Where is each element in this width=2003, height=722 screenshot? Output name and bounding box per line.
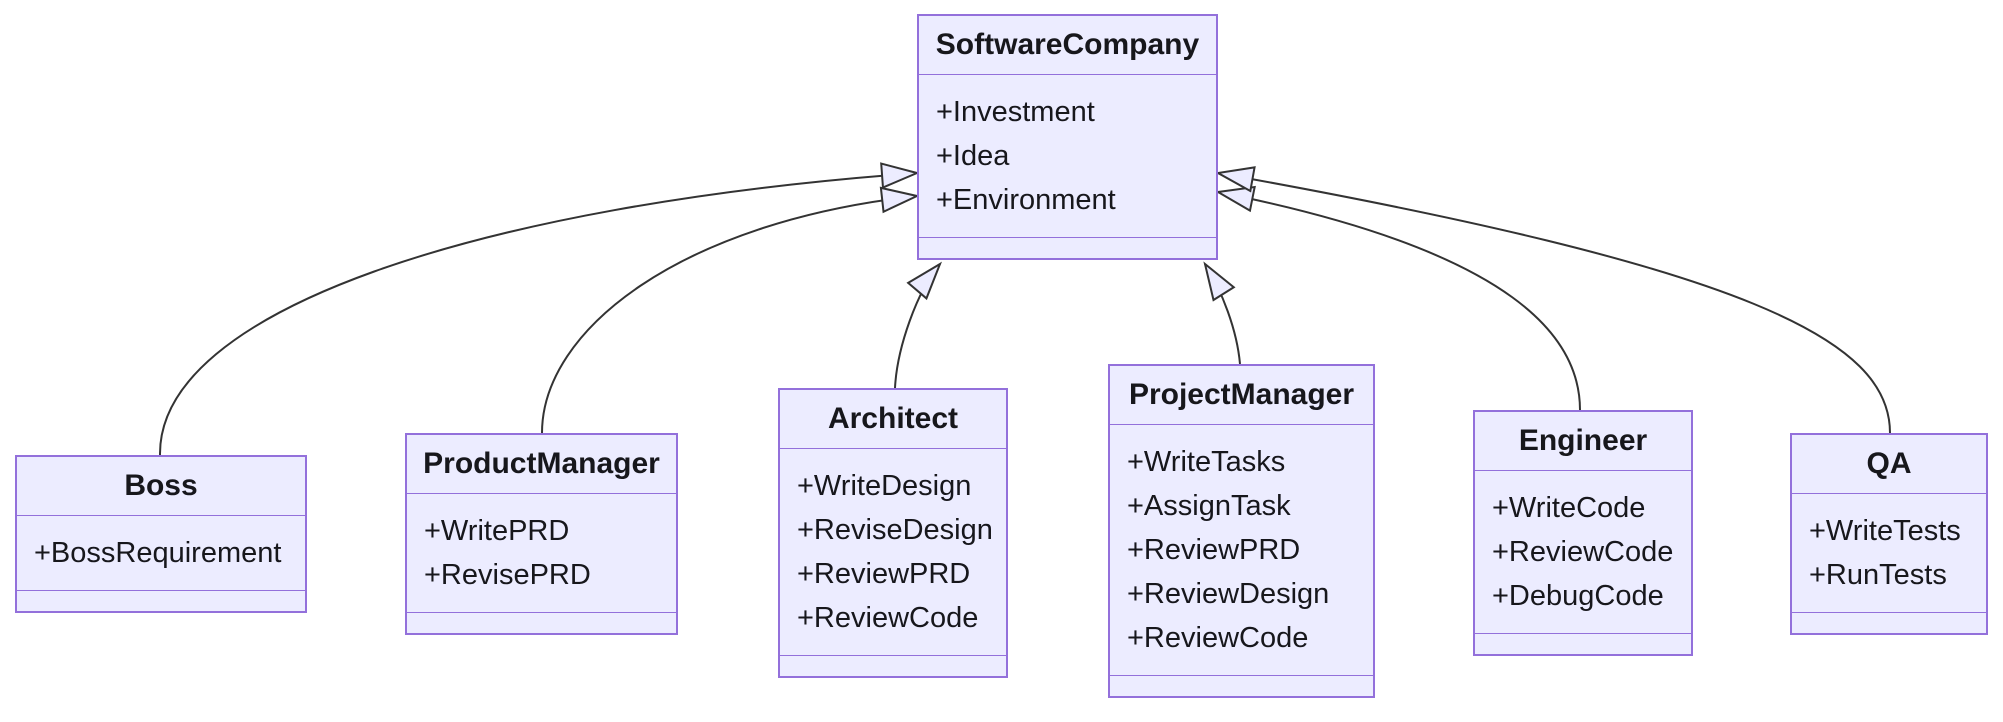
class-attribute: +WriteDesign — [797, 470, 972, 502]
class-qa-attributes: +WriteTests +RunTests — [1792, 494, 1986, 612]
class-attribute: +WriteTests — [1809, 515, 1961, 547]
edge-boss-inherits-softwarecompany — [158, 173, 917, 456]
class-attribute: +WriteCode — [1492, 492, 1646, 524]
class-boss-attributes: +BossRequirement — [17, 516, 305, 590]
class-productmanager-attributes: +WritePRD +RevisePRD — [407, 494, 676, 612]
class-attribute: +ReviewPRD — [1127, 534, 1301, 566]
class-architect: Architect +WriteDesign +ReviseDesign +Re… — [778, 388, 1008, 678]
class-attribute: +AssignTask — [1127, 490, 1291, 522]
class-architect-title: Architect — [780, 390, 1006, 449]
class-attribute: +Idea — [936, 140, 1010, 172]
class-attribute: +ReviewCode — [797, 602, 979, 634]
class-attribute: +ReviewPRD — [797, 558, 971, 590]
class-attribute: +BossRequirement — [34, 537, 282, 569]
class-attribute: +DebugCode — [1492, 580, 1664, 612]
class-attribute: +ReviewCode — [1127, 622, 1309, 654]
edge-engineer-inherits-softwarecompany — [1218, 192, 1581, 411]
class-boss-methods-empty — [17, 590, 305, 611]
class-attribute: +Investment — [936, 96, 1095, 128]
edge-qa-inherits-softwarecompany — [1218, 173, 1891, 434]
class-architect-attributes: +WriteDesign +ReviseDesign +ReviewPRD +R… — [780, 449, 1006, 655]
class-attribute: +RunTests — [1809, 559, 1947, 591]
class-softwarecompany-attributes: +Investment +Idea +Environment — [919, 75, 1216, 237]
class-productmanager-methods-empty — [407, 612, 676, 633]
class-boss-title: Boss — [17, 457, 305, 516]
class-attribute: +ReviewCode — [1492, 536, 1674, 568]
class-attribute: +WritePRD — [424, 515, 570, 547]
class-attribute: +RevisePRD — [424, 559, 591, 591]
class-architect-methods-empty — [780, 655, 1006, 676]
class-productmanager-title: ProductManager — [407, 435, 676, 494]
class-engineer-attributes: +WriteCode +ReviewCode +DebugCode — [1475, 471, 1691, 633]
edge-projectmanager-inherits-softwarecompany — [1205, 264, 1241, 365]
class-engineer-title: Engineer — [1475, 412, 1691, 471]
class-projectmanager-title: ProjectManager — [1110, 366, 1373, 425]
class-projectmanager: ProjectManager +WriteTasks +AssignTask +… — [1108, 364, 1375, 698]
edge-architect-inherits-softwarecompany — [894, 264, 940, 389]
class-engineer: Engineer +WriteCode +ReviewCode +DebugCo… — [1473, 410, 1693, 656]
class-qa-methods-empty — [1792, 612, 1986, 633]
class-attribute: +Environment — [936, 184, 1116, 216]
class-attribute: +ReviseDesign — [797, 514, 993, 546]
class-qa-title: QA — [1792, 435, 1986, 494]
class-attribute: +ReviewDesign — [1127, 578, 1330, 610]
edge-productmanager-inherits-softwarecompany — [541, 196, 917, 434]
class-engineer-methods-empty — [1475, 633, 1691, 654]
class-softwarecompany-title: SoftwareCompany — [919, 16, 1216, 75]
class-boss: Boss +BossRequirement — [15, 455, 307, 613]
class-softwarecompany: SoftwareCompany +Investment +Idea +Envir… — [917, 14, 1218, 260]
class-projectmanager-attributes: +WriteTasks +AssignTask +ReviewPRD +Revi… — [1110, 425, 1373, 675]
class-productmanager: ProductManager +WritePRD +RevisePRD — [405, 433, 678, 635]
class-projectmanager-methods-empty — [1110, 675, 1373, 696]
class-qa: QA +WriteTests +RunTests — [1790, 433, 1988, 635]
class-attribute: +WriteTasks — [1127, 446, 1286, 478]
class-softwarecompany-methods-empty — [919, 237, 1216, 258]
